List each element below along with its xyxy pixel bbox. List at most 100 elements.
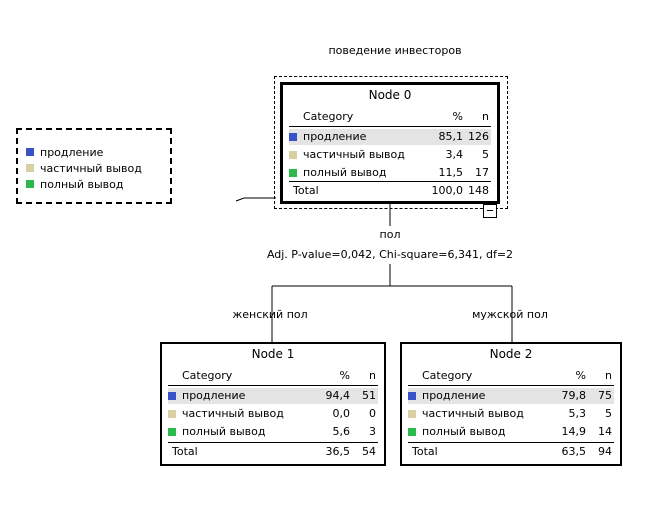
legend-item: полный вывод xyxy=(26,178,123,192)
legend-label: полный вывод xyxy=(40,178,124,191)
total-n: 148 xyxy=(468,184,489,197)
tree-title: поведение инвесторов xyxy=(328,44,462,57)
table-row: продление 79,8 75 xyxy=(408,388,614,404)
node-1[interactable]: Node 1 Category % n продление 94,4 51 ча… xyxy=(160,342,386,466)
total-pct: 100,0 xyxy=(431,184,464,197)
table-header: Category % n xyxy=(168,368,378,384)
category-swatch xyxy=(408,410,416,418)
header-n: n xyxy=(369,369,376,382)
table-row: частичный вывод 3,4 5 xyxy=(289,147,491,163)
header-divider xyxy=(408,385,614,386)
header-pct: % xyxy=(339,369,350,382)
legend-swatch xyxy=(26,164,34,172)
category-swatch xyxy=(168,428,176,436)
category-n: 17 xyxy=(475,166,489,179)
header-category: Category xyxy=(303,110,354,123)
category-label: частичный вывод xyxy=(422,407,524,420)
category-label: продление xyxy=(422,389,486,402)
legend: продление частичный вывод полный вывод xyxy=(16,128,172,204)
table-header: Category % n xyxy=(408,368,614,384)
selection-outline xyxy=(274,76,508,209)
table-row: полный вывод 14,9 14 xyxy=(408,424,614,440)
category-swatch xyxy=(408,428,416,436)
total-divider xyxy=(289,181,491,182)
collapse-toggle-button[interactable] xyxy=(483,204,497,218)
node-0[interactable]: Node 0 Category % n продление 85,1 126 ч… xyxy=(280,82,500,204)
header-pct: % xyxy=(452,110,463,123)
split-variable: пол xyxy=(379,228,401,241)
category-n: 51 xyxy=(362,389,376,402)
category-pct: 5,6 xyxy=(332,425,351,438)
header-divider xyxy=(289,126,491,127)
header-category: Category xyxy=(182,369,233,382)
category-swatch xyxy=(289,151,297,159)
category-n: 5 xyxy=(605,407,612,420)
category-n: 5 xyxy=(482,148,489,161)
total-row: Total 63,5 94 xyxy=(408,444,614,460)
total-divider xyxy=(168,442,378,443)
category-pct: 11,5 xyxy=(438,166,464,179)
category-pct: 94,4 xyxy=(325,389,351,402)
category-label: продление xyxy=(182,389,246,402)
legend-swatch xyxy=(26,148,34,156)
header-n: n xyxy=(482,110,489,123)
total-label: Total xyxy=(172,445,198,458)
table-header: Category % n xyxy=(289,109,491,125)
total-n: 94 xyxy=(598,445,612,458)
legend-swatch xyxy=(26,180,34,188)
legend-pointer-line xyxy=(235,197,276,202)
node-title: Node 2 xyxy=(489,347,533,361)
category-pct: 0,0 xyxy=(332,407,351,420)
split-statistics: Adj. P-value=0,042, Chi-square=6,341, df… xyxy=(266,248,514,261)
total-row: Total 100,0 148 xyxy=(289,183,491,199)
category-label: полный вывод xyxy=(303,166,387,179)
node-title: Node 0 xyxy=(368,88,412,102)
category-swatch xyxy=(168,410,176,418)
branch-label-right: мужской пол xyxy=(472,308,548,321)
category-pct: 79,8 xyxy=(561,389,587,402)
table-row: частичный вывод 5,3 5 xyxy=(408,406,614,422)
category-label: частичный вывод xyxy=(182,407,284,420)
header-pct: % xyxy=(575,369,586,382)
table-row: продление 85,1 126 xyxy=(289,129,491,145)
category-pct: 5,3 xyxy=(568,407,587,420)
category-pct: 85,1 xyxy=(438,130,464,143)
category-n: 14 xyxy=(598,425,612,438)
category-pct: 14,9 xyxy=(561,425,587,438)
category-swatch xyxy=(289,133,297,141)
branch-label-left: женский пол xyxy=(232,308,308,321)
total-pct: 63,5 xyxy=(561,445,587,458)
category-label: полный вывод xyxy=(182,425,266,438)
node-title: Node 1 xyxy=(251,347,295,361)
category-n: 0 xyxy=(369,407,376,420)
category-swatch xyxy=(408,392,416,400)
legend-label: частичный вывод xyxy=(40,162,142,175)
category-n: 3 xyxy=(369,425,376,438)
table-row: полный вывод 5,6 3 xyxy=(168,424,378,440)
total-row: Total 36,5 54 xyxy=(168,444,378,460)
node-2[interactable]: Node 2 Category % n продление 79,8 75 ча… xyxy=(400,342,622,466)
category-pct: 3,4 xyxy=(445,148,464,161)
total-n: 54 xyxy=(362,445,376,458)
total-label: Total xyxy=(293,184,319,197)
total-label: Total xyxy=(412,445,438,458)
header-category: Category xyxy=(422,369,473,382)
table-row: полный вывод 11,5 17 xyxy=(289,165,491,181)
total-pct: 36,5 xyxy=(325,445,351,458)
header-divider xyxy=(168,385,378,386)
minus-icon xyxy=(487,210,493,211)
category-n: 126 xyxy=(468,130,489,143)
category-label: полный вывод xyxy=(422,425,506,438)
category-swatch xyxy=(168,392,176,400)
legend-label: продление xyxy=(40,146,104,159)
category-label: продление xyxy=(303,130,367,143)
table-row: продление 94,4 51 xyxy=(168,388,378,404)
legend-item: продление xyxy=(26,146,103,160)
header-n: n xyxy=(605,369,612,382)
category-n: 75 xyxy=(598,389,612,402)
table-row: частичный вывод 0,0 0 xyxy=(168,406,378,422)
category-swatch xyxy=(289,169,297,177)
total-divider xyxy=(408,442,614,443)
category-label: частичный вывод xyxy=(303,148,405,161)
